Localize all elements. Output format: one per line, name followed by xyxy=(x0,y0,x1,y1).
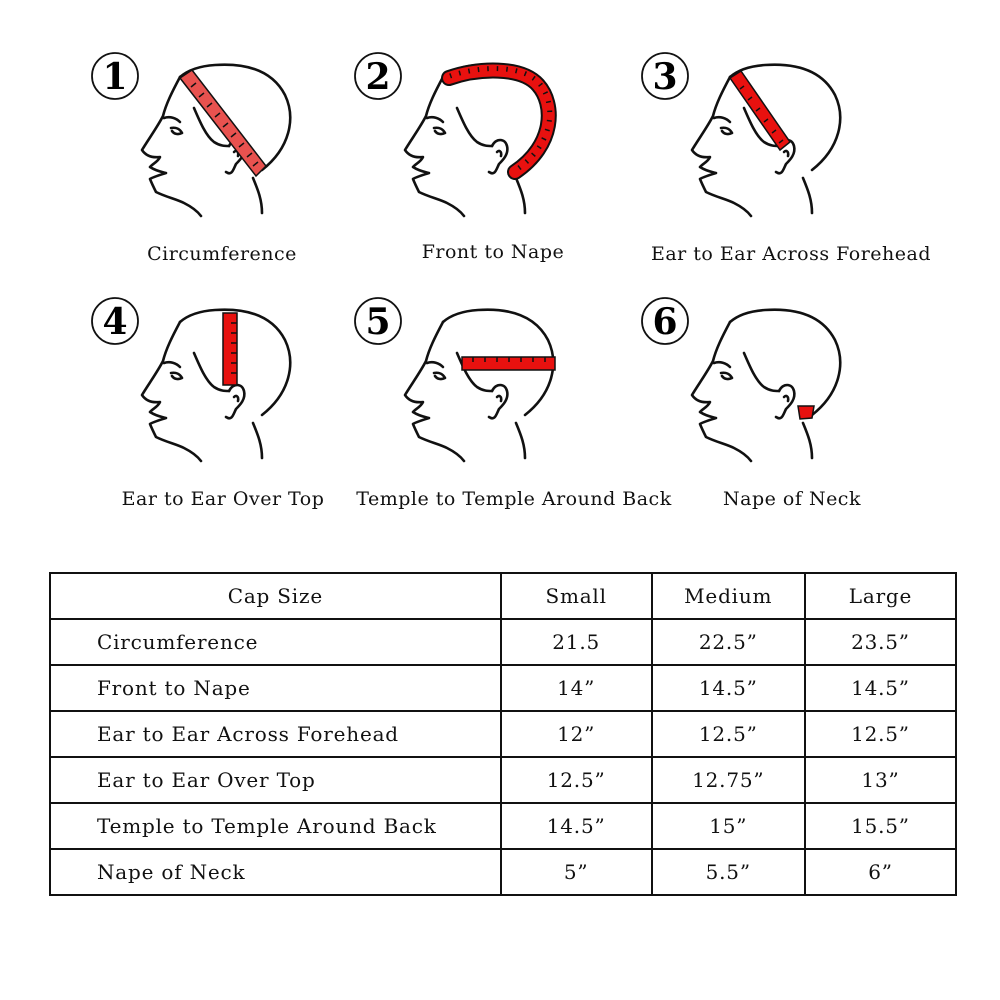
panel-ear-to-ear-over-top: 4 xyxy=(91,297,292,463)
tape-measure xyxy=(441,62,557,180)
head-icon xyxy=(140,308,292,463)
cell-large: 14.5” xyxy=(803,664,958,712)
cell-medium: 12.5” xyxy=(650,710,806,758)
cell-medium: 22.5” xyxy=(650,618,806,666)
caption-nape-of-neck: Nape of Neck xyxy=(723,488,861,510)
row-label: Circumference xyxy=(49,618,502,666)
table-row: Ear to Ear Across Forehead 12” 12.5” 12.… xyxy=(49,710,958,758)
row-label: Nape of Neck xyxy=(49,848,502,896)
cell-medium: 12.75” xyxy=(650,756,806,804)
tape-measure xyxy=(222,312,238,386)
tape-measure xyxy=(797,405,815,420)
header-cap-size: Cap Size xyxy=(49,572,502,620)
panel-ear-to-ear-across-forehead: 3 xyxy=(641,52,842,218)
cell-small: 14” xyxy=(499,664,653,712)
head-icon xyxy=(403,308,555,463)
cell-large: 15.5” xyxy=(803,802,958,850)
cell-small: 14.5” xyxy=(499,802,653,850)
head-icon xyxy=(140,63,292,218)
panel-number: 4 xyxy=(102,301,127,343)
tape-measure xyxy=(728,69,792,152)
panel-temple-to-temple-around-back: 5 xyxy=(354,297,556,463)
panel-number: 3 xyxy=(652,56,677,98)
number-badge: 6 xyxy=(641,297,689,345)
cell-medium: 14.5” xyxy=(650,664,806,712)
panel-number: 5 xyxy=(365,301,390,343)
row-label: Temple to Temple Around Back xyxy=(49,802,502,850)
cell-medium: 15” xyxy=(650,802,806,850)
cell-small: 21.5 xyxy=(499,618,653,666)
row-label: Front to Nape xyxy=(49,664,502,712)
tape-measure xyxy=(178,68,267,178)
number-badge: 1 xyxy=(91,52,139,100)
cell-large: 12.5” xyxy=(803,710,958,758)
cell-medium: 5.5” xyxy=(650,848,806,896)
panel-circumference: 1 xyxy=(91,52,292,218)
caption-ear-to-ear-across-forehead: Ear to Ear Across Forehead xyxy=(650,243,932,265)
table-row: Nape of Neck 5” 5.5” 6” xyxy=(49,848,958,896)
cap-size-table: Cap Size Small Medium Large Circumferenc… xyxy=(49,572,958,896)
number-badge: 2 xyxy=(354,52,402,100)
head-icon xyxy=(690,63,842,218)
panel-number: 6 xyxy=(652,301,677,343)
caption-circumference: Circumference xyxy=(147,243,297,265)
number-badge: 4 xyxy=(91,297,139,345)
caption-ear-to-ear-over-top: Ear to Ear Over Top xyxy=(121,488,325,510)
cell-small: 12” xyxy=(499,710,653,758)
table-row: Circumference 21.5 22.5” 23.5” xyxy=(49,618,958,666)
panel-nape-of-neck: 6 xyxy=(641,297,842,463)
row-label: Ear to Ear Across Forehead xyxy=(49,710,502,758)
row-label: Ear to Ear Over Top xyxy=(49,756,502,804)
panel-number: 1 xyxy=(102,56,127,98)
cell-large: 6” xyxy=(803,848,958,896)
header-large: Large xyxy=(803,572,958,620)
table-row: Front to Nape 14” 14.5” 14.5” xyxy=(49,664,958,712)
panel-front-to-nape: 2 xyxy=(354,52,557,218)
cell-large: 13” xyxy=(803,756,958,804)
panel-number: 2 xyxy=(365,56,390,98)
table-row: Temple to Temple Around Back 14.5” 15” 1… xyxy=(49,802,958,850)
caption-temple-to-temple-around-back: Temple to Temple Around Back xyxy=(356,488,672,510)
caption-front-to-nape: Front to Nape xyxy=(421,241,565,263)
number-badge: 3 xyxy=(641,52,689,100)
tape-measure xyxy=(461,356,556,371)
table-header-row: Cap Size Small Medium Large xyxy=(49,572,958,620)
head-icon xyxy=(690,308,842,463)
header-small: Small xyxy=(499,572,653,620)
number-badge: 5 xyxy=(354,297,402,345)
measurement-diagram: 1 2 3 4 5 xyxy=(91,52,842,463)
header-medium: Medium xyxy=(650,572,806,620)
table-row: Ear to Ear Over Top 12.5” 12.75” 13” xyxy=(49,756,958,804)
cell-small: 12.5” xyxy=(499,756,653,804)
cell-large: 23.5” xyxy=(803,618,958,666)
cell-small: 5” xyxy=(499,848,653,896)
